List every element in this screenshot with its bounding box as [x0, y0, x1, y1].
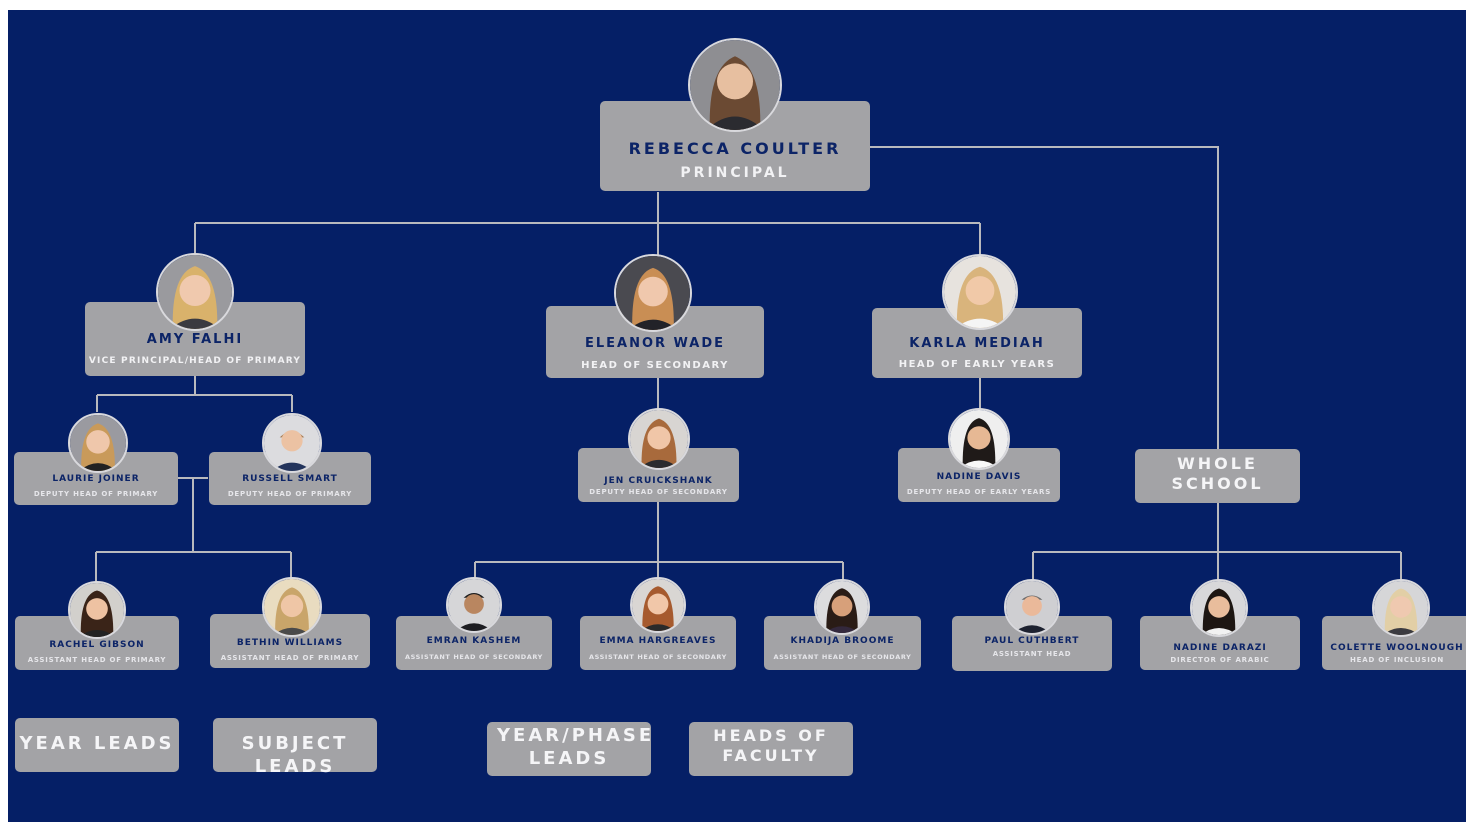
year-leads-label: YEAR LEADS — [19, 733, 175, 754]
eleanor-wade-avatar — [614, 254, 692, 332]
emma-hargreaves-role: ASSISTANT HEAD OF SECONDARY — [589, 653, 727, 661]
colette-woolnough-avatar — [1372, 579, 1430, 637]
emran-kashem-card: EMRAN KASHEM ASSISTANT HEAD OF SECONDARY — [396, 616, 552, 670]
khadija-broome-avatar — [814, 579, 870, 635]
jen-cruickshank-avatar — [628, 408, 690, 470]
khadija-broome-role: ASSISTANT HEAD OF SECONDARY — [773, 653, 912, 661]
jen-cruickshank-name: JEN CRUICKSHANK — [604, 476, 713, 486]
jen-cruickshank-role: DEPUTY HEAD OF SECONDARY — [589, 488, 728, 496]
bethin-williams-avatar — [262, 577, 322, 637]
heads-of-faculty-box: HEADS OF FACULTY — [689, 722, 853, 776]
emma-hargreaves-avatar — [630, 577, 686, 633]
paul-cuthbert-role: ASSISTANT HEAD — [992, 650, 1072, 658]
connector-lines — [95, 146, 1402, 582]
laurie-joiner-avatar — [68, 413, 128, 473]
emran-kashem-avatar — [446, 577, 502, 633]
eleanor-wade-role: HEAD OF SECONDARY — [581, 360, 729, 371]
emma-hargreaves-name: EMMA HARGREAVES — [599, 636, 717, 646]
nadine-davis-name: NADINE DAVIS — [936, 472, 1022, 482]
laurie-joiner-role: DEPUTY HEAD OF PRIMARY — [33, 490, 159, 498]
whole-school-label: WHOLE SCHOOL — [1171, 454, 1264, 493]
bethin-williams-card: BETHIN WILLIAMS ASSISTANT HEAD OF PRIMAR… — [210, 614, 370, 668]
heads-of-faculty-label: HEADS OF FACULTY — [713, 726, 829, 765]
bethin-williams-role: ASSISTANT HEAD OF PRIMARY — [220, 654, 360, 662]
org-chart: REBECCA COULTER PRINCIPAL AMY FALHI VICE… — [8, 10, 1466, 822]
paul-cuthbert-card: PAUL CUTHBERT ASSISTANT HEAD — [952, 616, 1112, 671]
bethin-williams-name: BETHIN WILLIAMS — [236, 638, 344, 648]
year-leads-box: YEAR LEADS — [15, 718, 179, 772]
emran-kashem-role: ASSISTANT HEAD OF SECONDARY — [405, 653, 543, 661]
colette-woolnough-role: HEAD OF INCLUSION — [1349, 656, 1445, 664]
rachel-gibson-role: ASSISTANT HEAD OF PRIMARY — [27, 656, 167, 664]
russell-smart-name: RUSSELL SMART — [242, 474, 338, 484]
colette-woolnough-name: COLETTE WOOLNOUGH — [1330, 643, 1464, 653]
eleanor-wade-name: ELEANOR WADE — [584, 336, 726, 351]
principal-name: REBECCA COULTER — [628, 139, 842, 158]
amy-falhi-avatar — [156, 253, 234, 331]
karla-mediah-name: KARLA MEDIAH — [909, 336, 1045, 351]
principal-avatar — [688, 38, 782, 132]
subject-leads-label: SUBJECT LEADS — [241, 733, 349, 777]
nadine-davis-role: DEPUTY HEAD OF EARLY YEARS — [906, 488, 1052, 496]
khadija-broome-name: KHADIJA BROOME — [790, 636, 895, 646]
amy-falhi-name: AMY FALHI — [146, 332, 244, 347]
russell-smart-role: DEPUTY HEAD OF PRIMARY — [227, 490, 353, 498]
nadine-darazi-name: NADINE DARAZI — [1173, 643, 1267, 653]
karla-mediah-role: HEAD OF EARLY YEARS — [898, 359, 1056, 370]
laurie-joiner-name: LAURIE JOINER — [52, 474, 140, 484]
paul-cuthbert-avatar — [1004, 579, 1060, 635]
russell-smart-avatar — [262, 413, 322, 473]
subject-leads-box: SUBJECT LEADS — [213, 718, 377, 777]
karla-mediah-avatar — [942, 254, 1018, 330]
principal-role: PRINCIPAL — [680, 165, 790, 181]
year-phase-leads-label: YEAR/PHASE LEADS — [497, 725, 655, 769]
nadine-davis-avatar — [948, 408, 1010, 470]
whole-school-card: WHOLE SCHOOL — [1135, 449, 1300, 503]
amy-falhi-role: VICE PRINCIPAL/HEAD OF PRIMARY — [88, 356, 302, 366]
paul-cuthbert-name: PAUL CUTHBERT — [984, 636, 1080, 646]
emran-kashem-name: EMRAN KASHEM — [426, 636, 522, 646]
rachel-gibson-avatar — [68, 581, 126, 639]
nadine-darazi-role: DIRECTOR OF ARABIC — [1170, 656, 1270, 664]
year-phase-leads-box: YEAR/PHASE LEADS — [487, 722, 651, 776]
nadine-darazi-avatar — [1190, 579, 1248, 637]
rachel-gibson-name: RACHEL GIBSON — [49, 640, 145, 650]
